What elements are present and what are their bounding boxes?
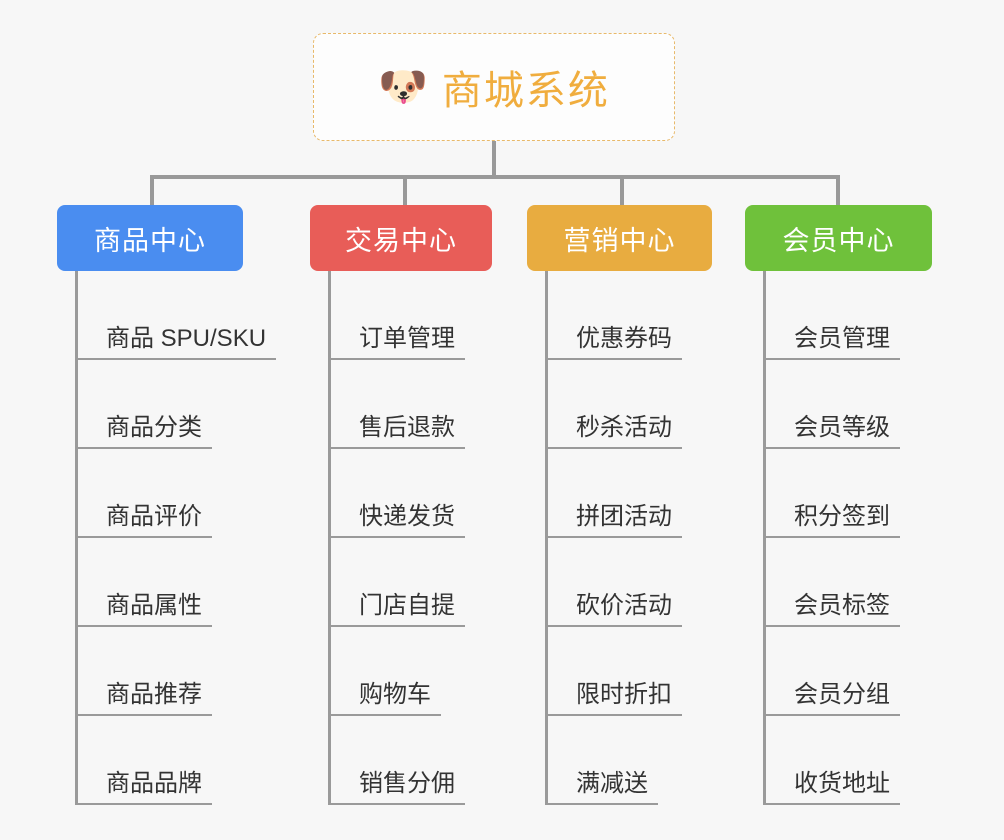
list-item[interactable]: 满减送 (548, 716, 682, 805)
connector-root-stem (492, 141, 496, 177)
branch-header-1[interactable]: 商品中心 (57, 205, 243, 271)
item-label: 会员分组 (766, 681, 900, 716)
list-item[interactable]: 会员标签 (766, 538, 900, 627)
connector-drop-3 (620, 175, 624, 207)
list-item[interactable]: 商品 SPU/SKU (78, 271, 277, 360)
item-label: 商品分类 (78, 414, 212, 449)
item-label: 会员等级 (766, 414, 900, 449)
item-label: 商品属性 (78, 592, 212, 627)
list-item[interactable]: 会员等级 (766, 360, 900, 449)
list-item[interactable]: 商品评价 (78, 449, 276, 538)
item-label: 商品品牌 (78, 770, 212, 805)
list-item[interactable]: 会员分组 (766, 627, 900, 716)
list-item[interactable]: 商品分类 (78, 360, 276, 449)
item-label: 砍价活动 (548, 592, 682, 627)
list-item[interactable]: 销售分佣 (331, 716, 465, 805)
root-title: 商城系统 (441, 69, 610, 113)
item-label: 商品推荐 (78, 681, 212, 716)
list-item[interactable]: 商品品牌 (78, 716, 276, 805)
list-item[interactable]: 售后退款 (331, 360, 465, 449)
branch-item-list-3: 优惠券码 秒杀活动 拼团活动 砍价活动 限时折扣 满减送 (545, 271, 682, 805)
branch-header-2[interactable]: 交易中心 (310, 205, 492, 271)
list-item[interactable]: 会员管理 (766, 271, 900, 360)
branch-header-label: 交易中心 (345, 225, 457, 256)
branch-header-label: 营销中心 (563, 225, 676, 256)
list-item[interactable]: 订单管理 (331, 271, 465, 360)
item-label: 商品评价 (78, 503, 212, 538)
item-label: 拼团活动 (548, 503, 682, 538)
list-item[interactable]: 门店自提 (331, 538, 465, 627)
item-label: 门店自提 (331, 592, 465, 627)
item-label: 会员标签 (766, 592, 900, 627)
item-label: 积分签到 (766, 503, 900, 538)
list-item[interactable]: 优惠券码 (548, 271, 682, 360)
item-label: 满减送 (548, 770, 658, 805)
item-label: 销售分佣 (331, 770, 465, 805)
item-label: 订单管理 (331, 325, 465, 360)
branch-item-list-1: 商品 SPU/SKU 商品分类 商品评价 商品属性 商品推荐 商品品牌 (75, 271, 277, 805)
item-label: 优惠券码 (548, 325, 682, 360)
list-item[interactable]: 商品属性 (78, 538, 276, 627)
list-item[interactable]: 商品推荐 (78, 627, 276, 716)
item-label: 限时折扣 (548, 681, 682, 716)
branch-header-label: 商品中心 (94, 225, 206, 256)
shiba-dog-face-icon: 🐶 (378, 65, 428, 109)
list-item[interactable]: 拼团活动 (548, 449, 682, 538)
connector-drop-1 (150, 175, 154, 207)
branch-header-4[interactable]: 会员中心 (745, 205, 932, 271)
list-item[interactable]: 秒杀活动 (548, 360, 682, 449)
branch-header-3[interactable]: 营销中心 (527, 205, 712, 271)
branch-item-list-2: 订单管理 售后退款 快递发货 门店自提 购物车 销售分佣 (328, 271, 465, 805)
item-label: 购物车 (331, 681, 441, 716)
item-label: 售后退款 (331, 414, 465, 449)
list-item[interactable]: 积分签到 (766, 449, 900, 538)
item-label: 收货地址 (766, 770, 900, 805)
root-node[interactable]: 🐶 商城系统 (313, 33, 675, 141)
connector-horizontal-bus (150, 175, 840, 179)
branch-item-list-4: 会员管理 会员等级 积分签到 会员标签 会员分组 收货地址 (763, 271, 900, 805)
item-label: 秒杀活动 (548, 414, 682, 449)
connector-drop-4 (836, 175, 840, 207)
item-label: 会员管理 (766, 325, 900, 360)
list-item[interactable]: 限时折扣 (548, 627, 682, 716)
list-item[interactable]: 快递发货 (331, 449, 465, 538)
list-item[interactable]: 购物车 (331, 627, 465, 716)
branch-header-label: 会员中心 (782, 225, 895, 256)
item-label: 商品 SPU/SKU (78, 325, 277, 360)
item-label: 快递发货 (331, 503, 465, 538)
connector-drop-2 (403, 175, 407, 207)
list-item[interactable]: 砍价活动 (548, 538, 682, 627)
list-item[interactable]: 收货地址 (766, 716, 900, 805)
